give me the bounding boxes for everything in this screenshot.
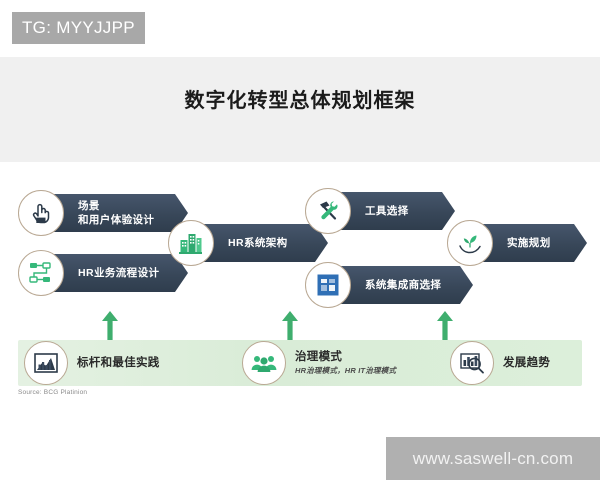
- hand-sprout-icon: [447, 220, 493, 266]
- node-label: 实施规划: [507, 236, 551, 249]
- bar-chart-photo-icon: [24, 341, 68, 385]
- people-group-icon: [242, 341, 286, 385]
- chart-magnifier-icon: [450, 341, 494, 385]
- node-label: 场景 和用户体验设计: [78, 199, 155, 226]
- hammer-wrench-icon: [305, 188, 351, 234]
- telegram-watermark: TG: MYYJJPP: [12, 12, 145, 44]
- source-note: Source: BCG Platinion: [18, 389, 88, 396]
- foundation-item-title: 标杆和最佳实践: [77, 356, 160, 369]
- foundation-item-governance-model[interactable]: 治理模式 HR治理模式，HR IT治理模式: [242, 341, 396, 385]
- foundation-item-subtitle: HR治理模式，HR IT治理模式: [295, 366, 397, 376]
- node-system-integrator-selection[interactable]: 系统集成商选择: [305, 262, 473, 308]
- node-label: HR业务流程设计: [78, 266, 160, 279]
- page-title: 数字化转型总体规划框架: [184, 90, 416, 112]
- hand-pointer-icon: [18, 190, 64, 236]
- arrow-right-up-icon: [436, 310, 454, 344]
- puzzle-integration-icon: [305, 262, 351, 308]
- node-implementation-planning[interactable]: 实施规划: [447, 220, 587, 266]
- node-hr-business-process-design[interactable]: HR业务流程设计: [18, 250, 188, 296]
- header-band: [0, 57, 600, 162]
- node-label: 工具选择: [365, 204, 409, 217]
- foundation-item-benchmark-best-practices[interactable]: 标杆和最佳实践: [24, 341, 160, 385]
- foundation-item-title: 发展趋势: [503, 356, 551, 369]
- framework-diagram: 场景 和用户体验设计 HR业务流程设计 HR系统架构: [0, 162, 600, 412]
- foundation-item-development-trends[interactable]: 发展趋势: [450, 341, 550, 385]
- site-url-watermark: www.saswell-cn.com: [386, 437, 600, 480]
- flowchart-icon: [18, 250, 64, 296]
- buildings-icon: [168, 220, 214, 266]
- node-tool-selection[interactable]: 工具选择: [305, 188, 455, 234]
- node-label: 系统集成商选择: [365, 278, 442, 291]
- node-scenario-ux-design[interactable]: 场景 和用户体验设计: [18, 190, 188, 236]
- node-label: HR系统架构: [228, 236, 288, 249]
- node-hr-system-architecture[interactable]: HR系统架构: [168, 220, 328, 266]
- arrow-left-up-icon: [101, 310, 119, 344]
- foundation-item-title: 治理模式: [295, 350, 343, 363]
- arrow-center-up-icon: [281, 310, 299, 344]
